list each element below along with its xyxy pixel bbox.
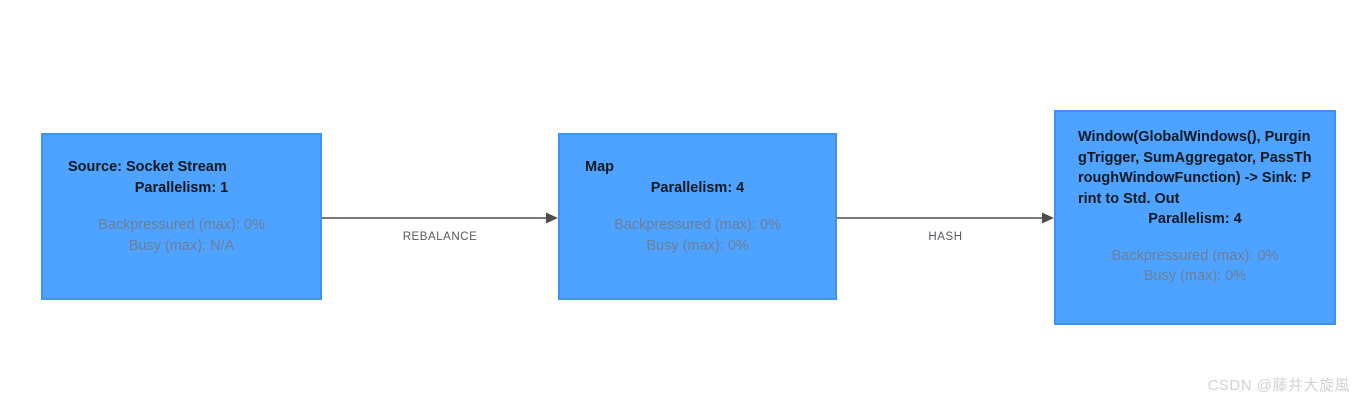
- operator-parallelism: Parallelism: 1: [134, 179, 229, 196]
- operator-title: Window(GlobalWindows(), PurgingTrigger, …: [1078, 129, 1312, 207]
- metric-backpressured: Backpressured (max): 0%: [1111, 247, 1279, 264]
- operator-node-source[interactable]: Source: Socket Stream Parallelism: 1 Bac…: [41, 133, 322, 300]
- arrow-icon: [322, 212, 558, 224]
- operator-parallelism: Parallelism: 4: [650, 179, 745, 196]
- operator-title: Source: Socket Stream: [68, 159, 227, 175]
- operator-metrics: Backpressured (max): 0% Busy (max): 0%: [585, 215, 810, 256]
- operator-node-window-sink[interactable]: Window(GlobalWindows(), PurgingTrigger, …: [1054, 110, 1336, 325]
- metric-backpressured: Backpressured (max): 0%: [98, 217, 265, 234]
- operator-node-map[interactable]: Map Parallelism: 4 Backpressured (max): …: [558, 133, 837, 300]
- operator-title: Map: [585, 159, 614, 175]
- edge-label-hash: HASH: [928, 231, 963, 243]
- edge-map-to-window: HASH: [837, 211, 1054, 243]
- metric-backpressured: Backpressured (max): 0%: [614, 217, 781, 234]
- metric-busy: Busy (max): 0%: [646, 237, 749, 254]
- arrow-icon: [837, 212, 1054, 224]
- watermark: CSDN @藤井大旋風: [1207, 377, 1350, 394]
- operator-parallelism: Parallelism: 4: [1148, 211, 1242, 228]
- metric-busy: Busy (max): 0%: [1143, 268, 1247, 285]
- operator-metrics: Backpressured (max): 0% Busy (max): N/A: [68, 215, 295, 256]
- edge-label-rebalance: REBALANCE: [402, 231, 478, 243]
- edge-source-to-map: REBALANCE: [322, 211, 558, 243]
- metric-busy: Busy (max): N/A: [128, 237, 235, 254]
- operator-metrics: Backpressured (max): 0% Busy (max): 0%: [1078, 246, 1312, 287]
